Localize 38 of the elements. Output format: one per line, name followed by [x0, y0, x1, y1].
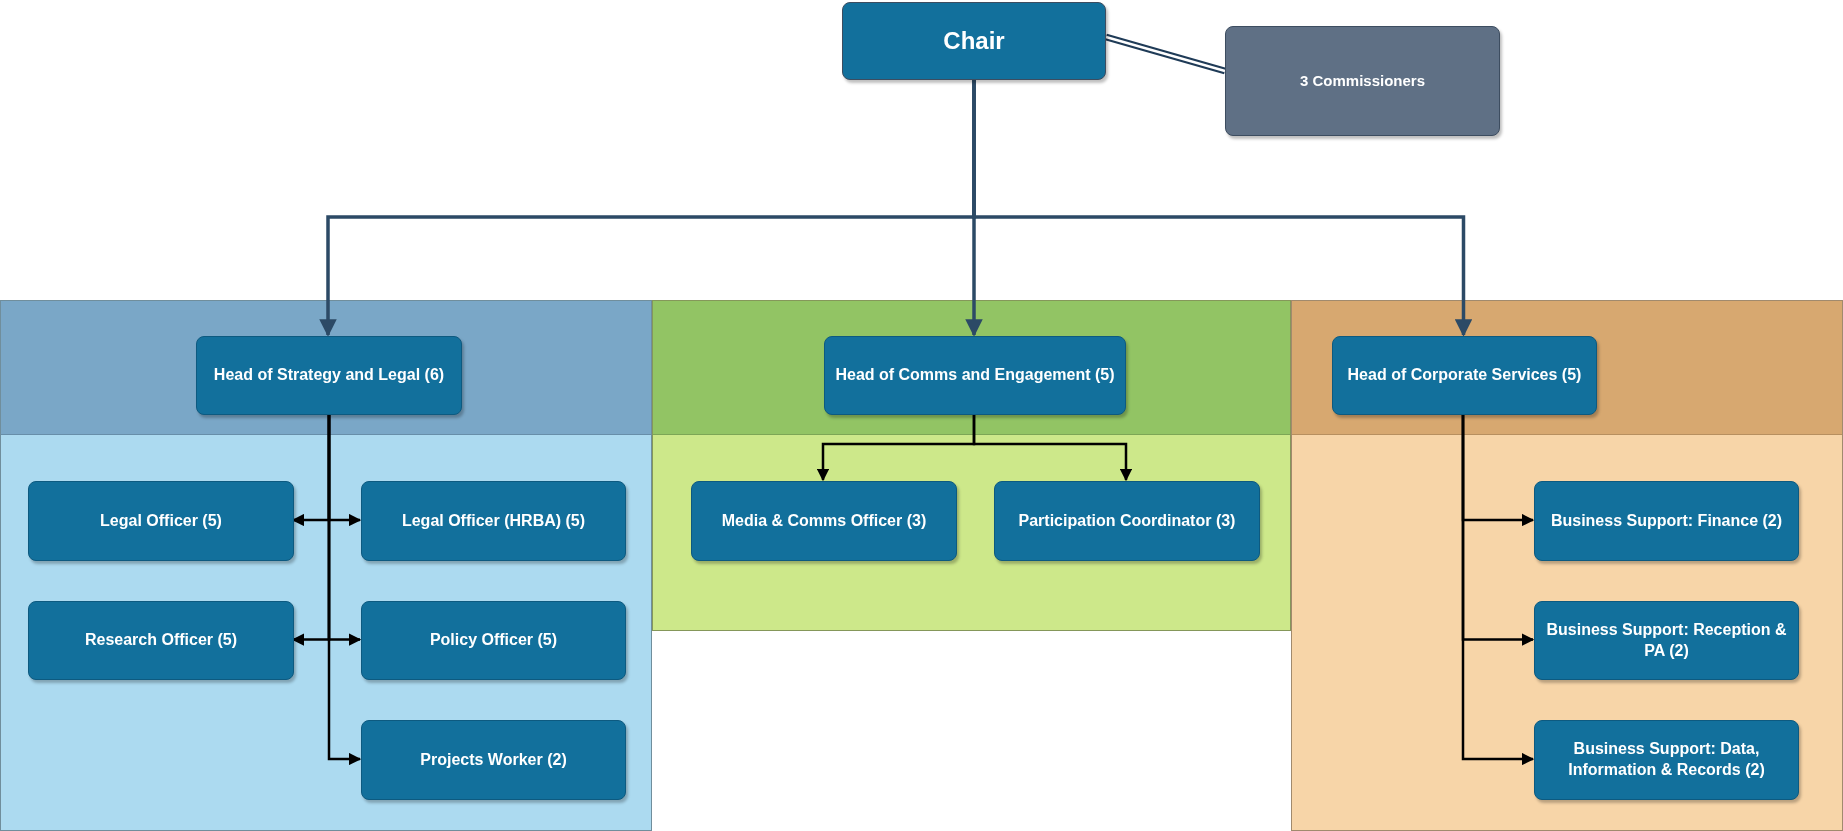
- role-label: Projects Worker (2): [420, 749, 567, 770]
- role-label: Business Support: Data, Information & Records (2): [1567, 739, 1766, 780]
- department-panel: [0, 300, 652, 831]
- role-label: Policy Officer (5): [429, 630, 558, 651]
- chair-box: [842, 2, 1106, 80]
- role-label: Head of Strategy and Legal (6): [213, 365, 445, 386]
- arrow: [972, 80, 1473, 337]
- arrow: [327, 414, 362, 766]
- role-box: [1534, 720, 1799, 800]
- role-label: Legal Officer (HRBA) (5): [401, 510, 586, 531]
- role-box: [28, 481, 294, 561]
- role-box: [28, 601, 294, 680]
- role-box: [361, 601, 626, 680]
- role-label: Chair: [943, 26, 1005, 57]
- role-box: [691, 481, 957, 561]
- role-label: Head of Comms and Engagement (5): [835, 365, 1115, 386]
- arrow: [972, 414, 1133, 482]
- role-box: [1534, 601, 1799, 680]
- connector-line: [1105, 33, 1226, 75]
- department-panel: [652, 300, 1291, 631]
- role-label: Legal Officer (5): [100, 510, 222, 531]
- role-box: [361, 720, 626, 800]
- role-label: Head of Corporate Services (5): [1347, 365, 1582, 386]
- role-box: [994, 481, 1260, 561]
- role-label: Business Support: Finance (2): [1550, 510, 1783, 531]
- role-label: Participation Coordinator (3): [1018, 510, 1236, 531]
- role-box: [361, 481, 626, 561]
- role-label: Business Support: Reception & PA (2): [1545, 619, 1788, 661]
- arrow: [1461, 414, 1535, 766]
- role-label: Media & Comms Officer (3): [721, 510, 927, 531]
- role-box: [824, 336, 1126, 415]
- role-label: Research Officer (5): [84, 630, 238, 651]
- role-label: 3 Commissioners: [1299, 71, 1425, 91]
- role-box: [1332, 336, 1597, 415]
- department-panel: [1291, 300, 1843, 831]
- role-box: [196, 336, 462, 415]
- role-box: [1534, 481, 1799, 561]
- role-box: [1225, 26, 1500, 136]
